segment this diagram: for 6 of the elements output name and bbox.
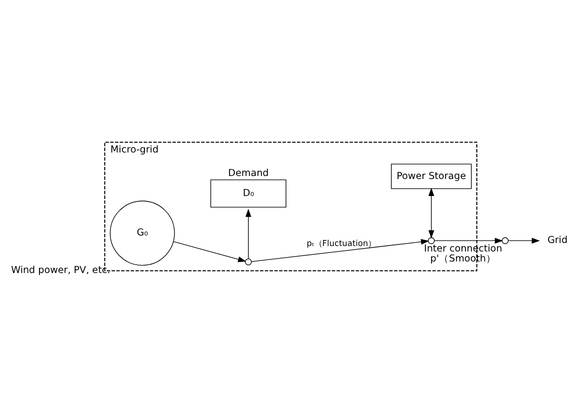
node-text: Grid: [547, 234, 568, 246]
node-label: Inter connection: [424, 242, 502, 254]
node-label: p'（Smooth）: [430, 253, 496, 264]
node-label: Demand: [228, 167, 269, 178]
edge-label: pₜ（Fluctuation）: [306, 237, 376, 248]
node-label: Wind power, PV, etc.: [11, 264, 110, 276]
